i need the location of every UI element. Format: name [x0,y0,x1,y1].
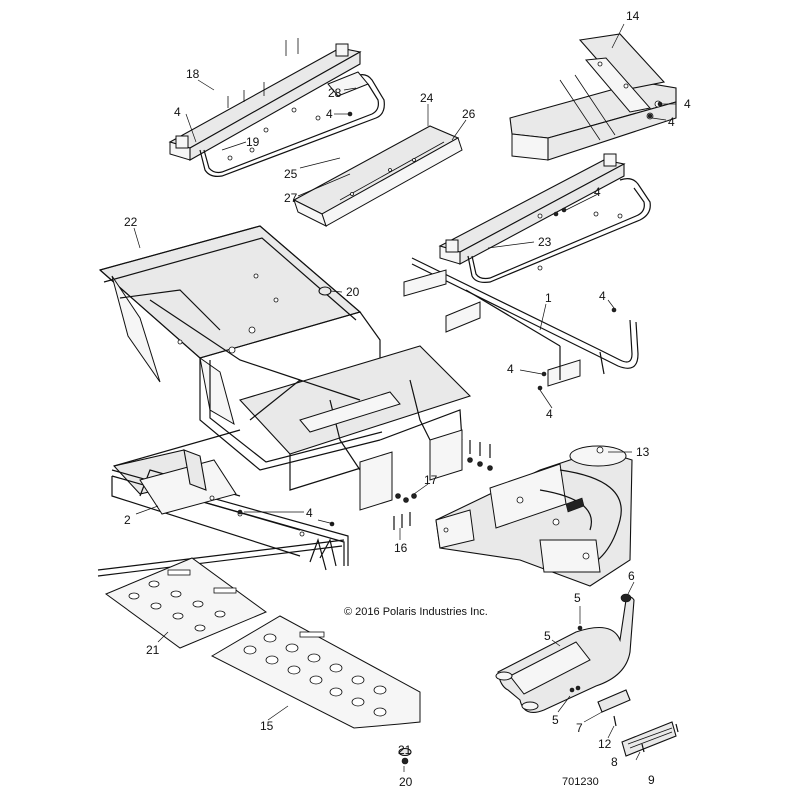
callout-26: 26 [462,107,476,121]
part-24-center-panel [292,125,463,227]
callout-19: 21 [146,643,160,657]
callout-4c: 4 [668,115,675,129]
callout-28: 28 [328,86,342,100]
part-3-seat-frame [168,38,385,177]
callout-4h: 4 [306,506,313,520]
part-20-fastener [401,757,409,765]
part-5-bumper [495,596,635,713]
part-7-bracket [597,689,631,713]
callout-7: 7 [576,721,583,735]
callout-2: 2 [124,513,131,527]
callout-4f: 4 [507,362,514,376]
callout-10: 12 [598,737,612,751]
part-8-grille-plate [621,721,677,757]
callout-20: 20 [399,775,413,789]
part-22-main-frame [98,225,472,511]
callout-3: 4 [174,105,181,119]
callout-4j: 5 [552,713,559,727]
callout-9: 9 [648,773,655,787]
callout-5: 5 [544,629,551,643]
callout-22: 22 [124,215,138,229]
callout-15: 17 [424,473,438,487]
drawing-number: 701230 [562,776,599,788]
part-23-seat-frame [438,153,651,283]
callout-4d: 4 [594,185,601,199]
callout-17: 19 [246,135,260,149]
part-2-floor-frame [97,429,349,577]
callout-23: 23 [538,235,552,249]
callout-14: 16 [394,541,408,555]
callout-4i: 5 [574,591,581,605]
callout-8: 8 [611,755,618,769]
part-19-skid-plate [104,557,268,649]
leader-lines [133,23,676,772]
part-12-rear-bracket [509,33,677,161]
part-10-screws [613,715,679,753]
callout-4e: 4 [599,289,606,303]
callout-4a: 4 [326,107,333,121]
callout-6: 6 [628,569,635,583]
callout-4g: 4 [546,407,553,421]
part-11-rear-subframe [435,445,633,587]
part-13-skid-plate [210,615,421,729]
callout-24: 24 [420,91,434,105]
part-15-nuts [395,457,493,503]
callout-18: 20 [346,285,360,299]
callout-11: 13 [636,445,650,459]
part-21-washer [398,747,412,757]
callout-25: 25 [284,167,298,181]
part-14-bolts [393,440,491,530]
callout-21: 21 [398,743,412,757]
part-1-rear-rail [403,257,639,387]
copyright-notice: © 2016 Polaris Industries Inc. [344,606,488,618]
callout-12: 14 [626,9,640,23]
callout-4b: 4 [684,97,691,111]
callout-13: 15 [260,719,274,733]
callout-1: 1 [545,291,552,305]
callout-27: 27 [284,191,298,205]
callout-16: 18 [186,67,200,81]
part-6-cap [620,593,632,603]
part-18-grommet [318,286,332,296]
